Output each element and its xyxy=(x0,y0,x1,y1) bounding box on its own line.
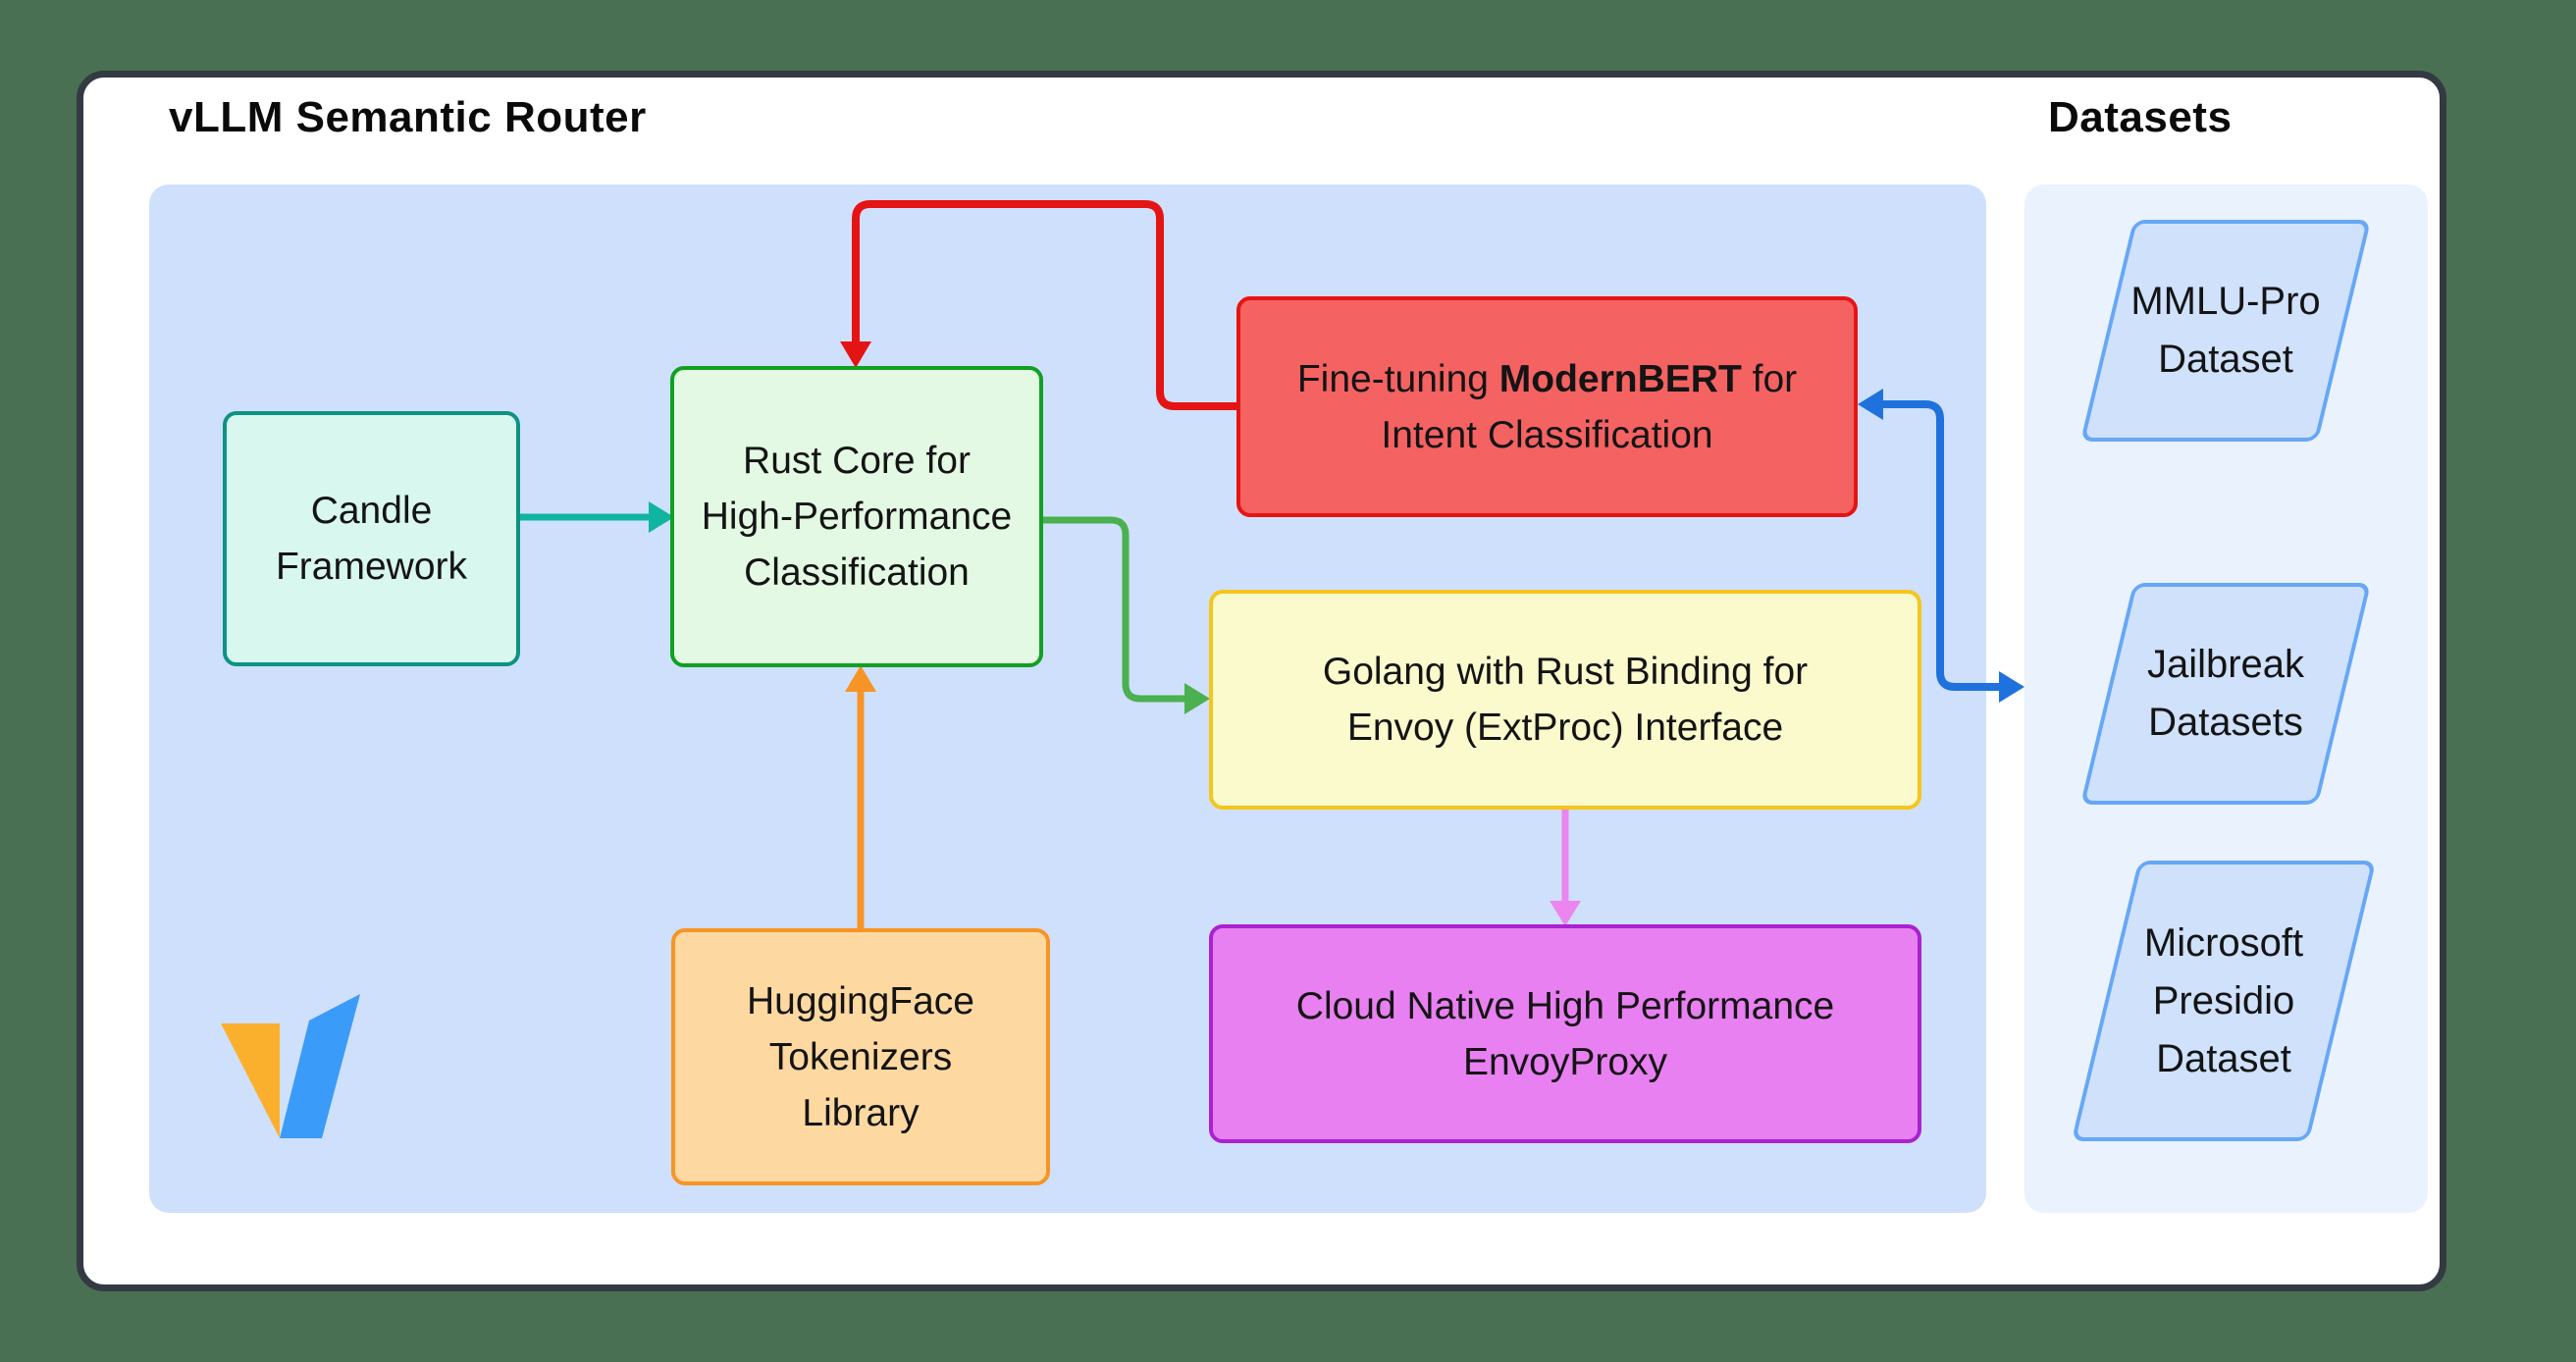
page-title: vLLM Semantic Router xyxy=(169,93,647,141)
node-finetuning-modernbert: Fine-tuning ModernBERT for Intent Classi… xyxy=(1236,296,1858,517)
logo-orange-triangle xyxy=(221,1023,280,1138)
node-label-line: Envoy (ExtProc) Interface xyxy=(1346,707,1784,749)
node-huggingface-tokenizers: HuggingFace Tokenizers Library xyxy=(671,928,1050,1185)
node-label-line: Cloud Native High Performance xyxy=(1295,984,1835,1027)
node-label-line: Golang with Rust Binding for xyxy=(1322,651,1809,693)
dataset-jailbreak: Jailbreak Datasets xyxy=(2079,583,2372,805)
node-label-line: Library xyxy=(802,1091,920,1134)
node-label-line: HuggingFace xyxy=(747,979,974,1022)
dataset-microsoft-presidio: Microsoft Presidio Dataset xyxy=(2071,861,2377,1141)
dataset-label-line: Datasets xyxy=(2148,701,2303,744)
node-label-line: Framework xyxy=(275,546,468,588)
label-text: for xyxy=(1741,357,1798,400)
node-label-line: High-Performance xyxy=(701,496,1013,538)
node-envoyproxy: Cloud Native High Performance EnvoyProxy xyxy=(1209,924,1921,1143)
node-golang-extproc: Golang with Rust Binding for Envoy (ExtP… xyxy=(1209,590,1921,810)
node-candle-framework: Candle Framework xyxy=(223,411,520,666)
node-label-line: Rust Core for xyxy=(743,440,971,482)
dataset-label-line: Microsoft xyxy=(2143,920,2304,965)
label-text: Fine-tuning xyxy=(1296,357,1499,400)
dataset-label-line: Dataset xyxy=(2158,338,2293,381)
dataset-mmlu-pro: MMLU-Pro Dataset xyxy=(2079,220,2372,442)
vllm-logo-icon xyxy=(221,994,360,1138)
node-label-line: Classification xyxy=(744,551,970,594)
node-label-line: Fine-tuning ModernBERT for xyxy=(1297,351,1797,407)
node-label-line: Candle xyxy=(310,490,433,532)
datasets-heading: Datasets xyxy=(2048,93,2233,141)
dataset-label-line: Jailbreak xyxy=(2146,643,2305,686)
label-text-bold: ModernBERT xyxy=(1498,357,1742,400)
node-label-line: Intent Classification xyxy=(1381,413,1713,456)
node-label-line: EnvoyProxy xyxy=(1462,1040,1668,1083)
dataset-label-line: MMLU-Pro xyxy=(2130,280,2321,323)
node-label-line: Tokenizers xyxy=(768,1035,953,1078)
logo-blue-check xyxy=(280,994,360,1138)
dataset-label-line: Presidio xyxy=(2152,978,2295,1022)
dataset-label-line: Dataset xyxy=(2156,1036,2291,1080)
node-rust-core: Rust Core for High-Performance Classific… xyxy=(670,366,1043,667)
